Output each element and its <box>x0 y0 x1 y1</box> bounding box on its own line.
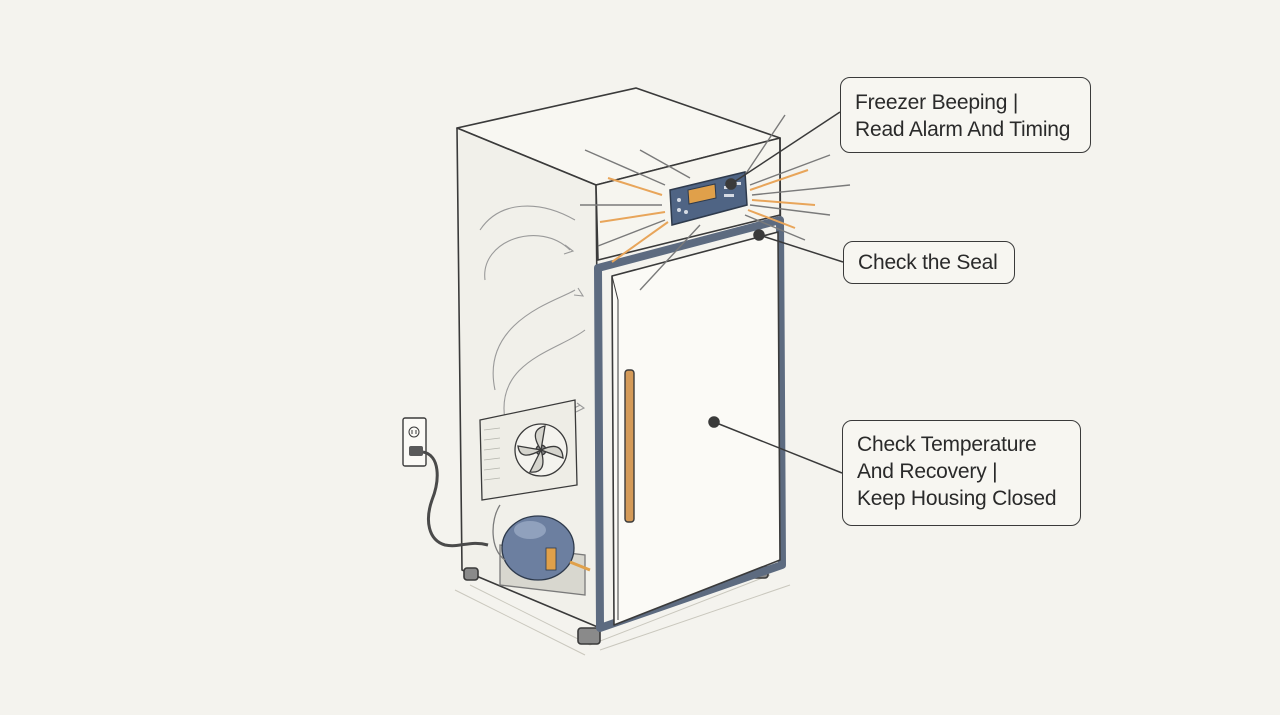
wall-outlet-icon <box>402 417 427 467</box>
leader-lines <box>708 111 844 474</box>
power-cord <box>422 450 489 548</box>
alarm-callout-line-2: Read Alarm And Timing <box>855 118 1071 141</box>
temperature-callout-line-1: Check Temperature <box>857 433 1037 456</box>
compressor <box>492 504 591 596</box>
temperature-callout-line-2: And Recovery | <box>857 460 998 483</box>
alarm-callout: Freezer Beeping | Read Alarm And Timing <box>840 77 1091 153</box>
temperature-callout-line-3: Keep Housing Closed <box>857 487 1057 510</box>
door-handle <box>624 369 635 523</box>
seal-callout-line-1: Check the Seal <box>858 251 998 274</box>
condenser-fan-icon <box>479 399 578 501</box>
alarm-callout-line-1: Freezer Beeping | <box>855 91 1019 114</box>
temperature-callout: Check Temperature And Recovery | Keep Ho… <box>842 420 1081 526</box>
airflow-lines <box>479 205 586 461</box>
alarm-rays <box>580 114 851 291</box>
freezer-door <box>611 231 781 626</box>
seal-callout: Check the Seal <box>843 241 1015 284</box>
door-seal <box>594 216 786 632</box>
floor-shadow <box>454 574 791 656</box>
